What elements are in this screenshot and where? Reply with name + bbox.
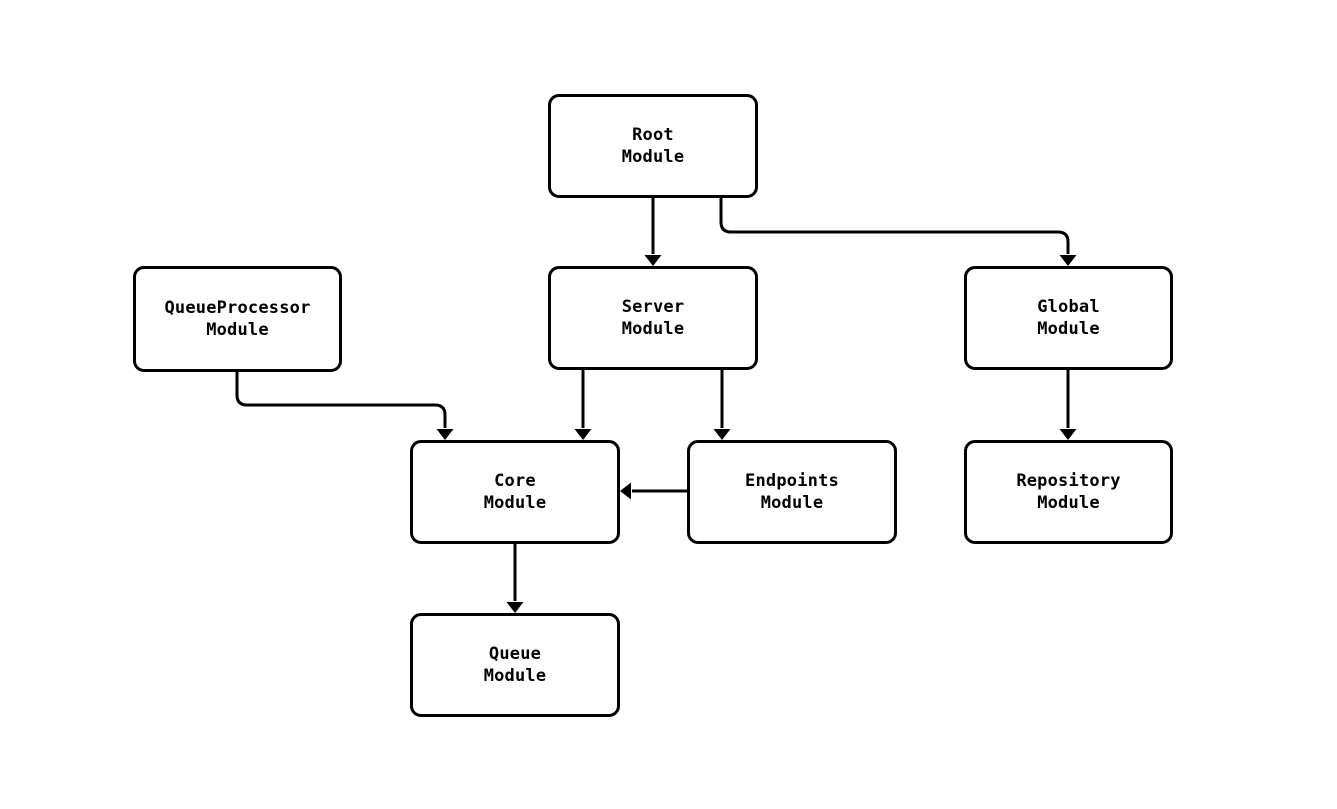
global-module-node[interactable]: Global Module (964, 266, 1173, 370)
edge-root-to-server-arrowhead (644, 255, 662, 266)
repository-module-node[interactable]: Repository Module (964, 440, 1173, 544)
edge-root-to-global-arrowhead (1059, 255, 1077, 266)
repository-module-label: Repository Module (1016, 471, 1121, 513)
endpoints-module-label: Endpoints Module (745, 471, 839, 513)
edge-queueprocessor-to-core (235, 372, 447, 428)
queue-module-label: Queue Module (483, 644, 547, 686)
edge-core-to-queue-arrowhead (506, 602, 524, 613)
edge-root-to-global (719, 198, 1070, 254)
edge-server-to-endpoints-arrowhead (713, 429, 731, 440)
edge-server-to-core-arrowhead (574, 429, 592, 440)
endpoints-module-node[interactable]: Endpoints Module (687, 440, 897, 544)
core-module-label: Core Module (483, 471, 547, 513)
server-module-node[interactable]: Server Module (548, 266, 758, 370)
global-module-label: Global Module (1037, 297, 1100, 339)
queueprocessor-module-label: QueueProcessor Module (164, 298, 311, 340)
root-module-node[interactable]: Root Module (548, 94, 758, 198)
edge-global-to-repository-arrowhead (1059, 429, 1077, 440)
edge-endpoints-to-core-arrowhead (620, 482, 631, 500)
queue-module-node[interactable]: Queue Module (410, 613, 620, 717)
root-module-label: Root Module (621, 125, 685, 167)
edge-queueprocessor-to-core-arrowhead (436, 429, 454, 440)
server-module-label: Server Module (621, 297, 685, 339)
core-module-node[interactable]: Core Module (410, 440, 620, 544)
queueprocessor-module-node[interactable]: QueueProcessor Module (133, 266, 342, 372)
